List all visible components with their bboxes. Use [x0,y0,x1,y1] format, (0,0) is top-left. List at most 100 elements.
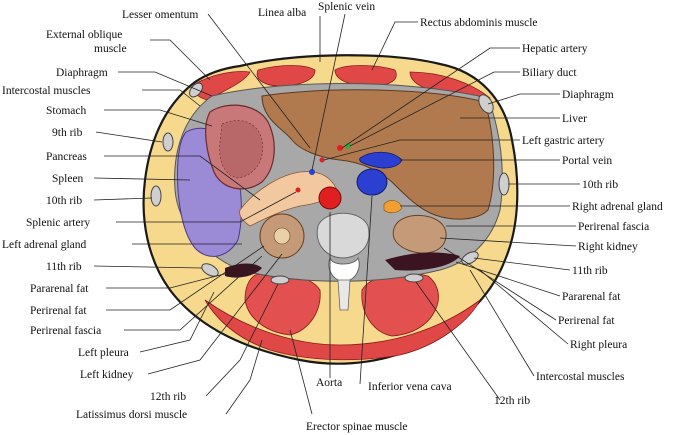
left-gastric-vessel [319,157,325,163]
splenic-artery-vessel [295,187,301,193]
label-aorta: Aorta [316,377,342,389]
rib-12-left [270,275,290,285]
leader-right-pleura [479,269,569,345]
leader-hepatic-artery [341,47,520,149]
stomach-rugae [219,120,264,179]
label-stomach: Stomach [46,105,86,117]
label-perirenal-fat-left: Perirenal fat [30,305,87,317]
hepatic-artery-vessel [337,145,343,151]
leader-stomach [104,109,213,127]
leader-splenic-vein [311,13,346,171]
leader-ivc [359,195,373,385]
aorta [318,186,342,210]
rib-11-left [201,263,219,277]
left-kidney-hilum [273,227,291,245]
leader-rib12-left [205,283,279,397]
label-pancreas: Pancreas [46,151,87,163]
label-diaphragm-left: Diaphragm [56,67,108,79]
label-external-oblique-1: External oblique [46,29,122,41]
vertebral-arch [328,256,360,283]
label-biliary-duct: Biliary duct [522,67,577,79]
label-perirenal-fascia-right: Perirenal fascia [578,221,649,233]
label-erector-spinae: Erector spinae muscle [306,421,408,433]
vertebral-body [316,212,370,259]
leader-rectus [371,21,418,71]
label-rib12-right: 12th rib [494,395,530,407]
label-external-oblique-2: muscle [94,43,127,55]
leader-rib12-right [415,281,501,401]
leader-perirenal-fat-left [106,245,265,311]
label-rib12-left: 12th rib [150,391,186,403]
leader-lesser-omentum [207,13,311,149]
leader-intercostal-right [469,269,535,377]
leader-diaphragm-left [118,71,213,97]
label-portal-vein: Portal vein [562,155,612,167]
labels: Lesser omentum Linea alba Splenic vein R… [2,1,663,433]
leader-diaphragm-right [487,93,560,105]
leader-rib10-left [93,197,153,201]
label-rib10-right: 10th rib [582,179,618,191]
label-perirenal-fascia-left: Perirenal fascia [30,325,101,337]
portal-vein [359,151,403,169]
label-left-gastric-artery: Left gastric artery [522,135,605,147]
leader-rib9 [95,131,163,143]
rectus-left [256,65,316,87]
leader-spleen [93,177,191,181]
label-intercostal-left: Intercostal muscles [2,85,91,97]
cross-section-illustration [142,54,519,365]
label-rectus-abdominis: Rectus abdominis muscle [420,17,538,29]
leader-pararenal-right [455,261,561,297]
label-intercostal-right: Intercostal muscles [536,371,625,383]
splenic-vein-vessel [309,169,315,175]
label-right-kidney: Right kidney [578,241,638,253]
label-lesser-omentum: Lesser omentum [122,9,198,21]
right-adrenal [383,200,403,214]
leader-rib11-left [93,265,203,269]
leader-left-kidney [147,253,283,375]
label-left-adrenal-gland: Left adrenal gland [2,239,87,251]
rib-10-left [150,185,162,207]
leader-external-oblique [150,39,211,81]
rib-11-right [461,251,479,265]
leader-lines [93,13,580,415]
label-rib10-left: 10th rib [46,195,82,207]
label-hepatic-artery: Hepatic artery [522,43,588,55]
label-linea-alba: Linea alba [258,7,306,19]
pararenal-dark-left [225,263,262,278]
leader-pancreas [104,155,261,201]
label-left-pleura: Left pleura [78,347,129,359]
label-latissimus-dorsi: Latissimus dorsi muscle [76,409,187,421]
right-kidney [392,215,447,254]
leader-left-gastric [323,139,520,161]
leader-perirenal-fat-right [443,247,557,321]
label-inferior-vena-cava: Inferior vena cava [368,381,452,393]
label-liver: Liver [562,113,587,125]
leader-left-pleura [139,291,215,353]
label-splenic-artery: Splenic artery [26,217,90,229]
rib-9-left [162,132,174,152]
label-rib11-right: 11th rib [572,265,608,277]
rectus-right [334,65,397,87]
rib-12-right [404,273,424,283]
leader-intercostal-left [142,89,201,107]
inferior-vena-cava [356,168,388,196]
leader-latissimus [225,339,263,415]
leader-biliary-duct [349,71,520,147]
label-diaphragm-right: Diaphragm [562,89,614,101]
label-pararenal-fat-left: Pararenal fat [30,283,89,295]
rib-costal-right [478,94,494,114]
label-perirenal-fat-right: Perirenal fat [558,315,615,327]
label-spleen: Spleen [52,173,84,185]
label-rib9: 9th rib [52,127,83,139]
back-muscle-band [204,299,481,361]
rib-costal-left [189,82,203,98]
leader-erector-spinae [289,329,313,415]
leader-splenic-artery [116,191,297,223]
label-right-adrenal-gland: Right adrenal gland [572,201,663,213]
label-left-kidney: Left kidney [80,369,134,381]
leader-rib11-right [473,257,571,271]
leader-perirenal-fascia-left [124,255,263,331]
spinous-process [337,279,351,311]
label-splenic-vein: Splenic vein [318,1,375,13]
